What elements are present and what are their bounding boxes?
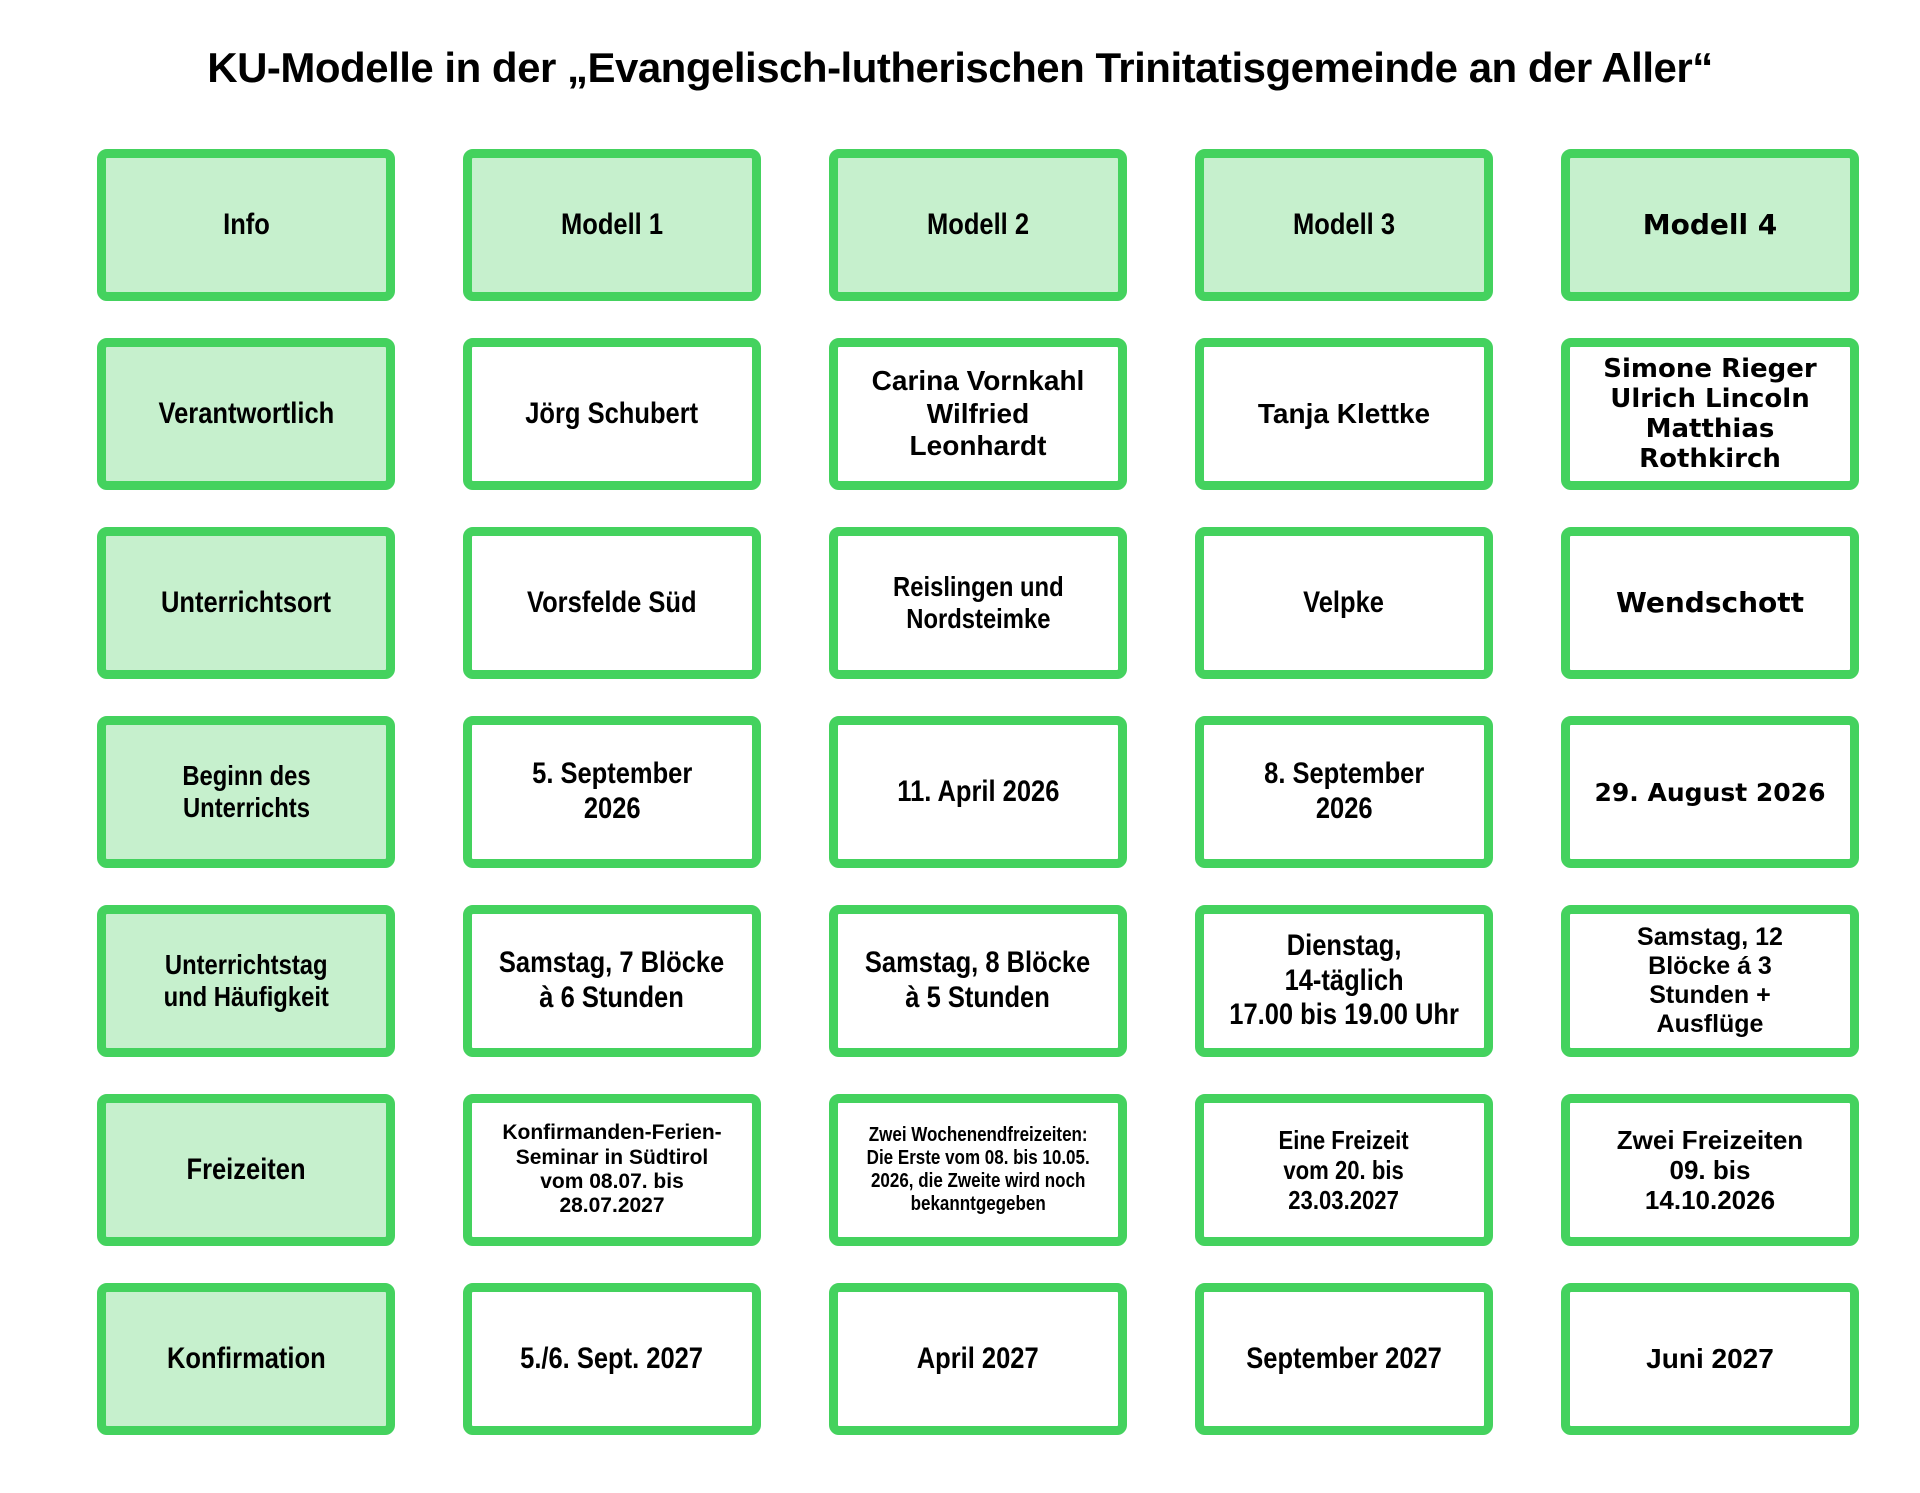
cell-beginn-modell-1-text: 5. September 2026 bbox=[531, 757, 693, 825]
cell-freizeiten-modell-1: Konfirmanden-Ferien- Seminar in Südtirol… bbox=[463, 1094, 761, 1246]
cell-unterrichtstag-modell-1-text: Samstag, 7 Blöcke à 6 Stunden bbox=[499, 946, 725, 1014]
cell-unterrichtstag-modell-4-text: Samstag, 12 Blöcke á 3 Stunden + Ausflüg… bbox=[1637, 923, 1783, 1038]
row-label-beginn-des-unterrichts-text: Beginn des Unterrichts bbox=[181, 759, 311, 823]
cell-unterrichtstag-modell-4: Samstag, 12 Blöcke á 3 Stunden + Ausflüg… bbox=[1561, 905, 1859, 1057]
cell-verantwortlich-modell-3-text: Tanja Klettke bbox=[1257, 397, 1431, 429]
cell-unterrichtsort-modell-3: Velpke bbox=[1195, 527, 1493, 679]
cell-konfirmation-modell-1: 5./6. Sept. 2027 bbox=[463, 1283, 761, 1435]
row-label-konfirmation: Konfirmation bbox=[97, 1283, 395, 1435]
cell-verantwortlich-modell-3: Tanja Klettke bbox=[1195, 338, 1493, 490]
cell-unterrichtsort-modell-1-text: Vorsfelde Süd bbox=[527, 585, 697, 619]
cell-unterrichtstag-modell-3-text: Dienstag, 14-täglich 17.00 bis 19.00 Uhr bbox=[1229, 928, 1459, 1032]
cell-unterrichtstag-modell-2-text: Samstag, 8 Blöcke à 5 Stunden bbox=[865, 946, 1091, 1014]
header-cell-modell-1: Modell 1 bbox=[463, 149, 761, 301]
row-label-beginn-des-unterrichts: Beginn des Unterrichts bbox=[97, 716, 395, 868]
cell-unterrichtsort-modell-2-text: Reislingen und Nordsteimke bbox=[892, 570, 1064, 634]
row-label-verantwortlich: Verantwortlich bbox=[97, 338, 395, 490]
row-label-freizeiten: Freizeiten bbox=[97, 1094, 395, 1246]
row-label-freizeiten-text: Freizeiten bbox=[186, 1152, 306, 1186]
cell-beginn-modell-1: 5. September 2026 bbox=[463, 716, 761, 868]
cell-freizeiten-modell-1-text: Konfirmanden-Ferien- Seminar in Südtirol… bbox=[502, 1121, 722, 1218]
cell-unterrichtsort-modell-1: Vorsfelde Süd bbox=[463, 527, 761, 679]
page-title: KU-Modelle in der „Evangelisch-lutherisc… bbox=[207, 44, 1713, 91]
cell-unterrichtsort-modell-2: Reislingen und Nordsteimke bbox=[829, 527, 1127, 679]
cell-verantwortlich-modell-1-text: Jörg Schubert bbox=[525, 396, 699, 430]
cell-verantwortlich-modell-1: Jörg Schubert bbox=[463, 338, 761, 490]
cell-freizeiten-modell-3-text: Eine Freizeit vom 20. bis 23.03.2027 bbox=[1278, 1124, 1410, 1216]
row-label-unterrichtsort: Unterrichtsort bbox=[97, 527, 395, 679]
ku-model-table: Info Modell 1 Modell 2 Modell 3 Modell 4… bbox=[97, 149, 1859, 1435]
header-cell-modell-3: Modell 3 bbox=[1195, 149, 1493, 301]
cell-konfirmation-modell-1-text: 5./6. Sept. 2027 bbox=[520, 1341, 704, 1375]
row-label-unterrichtsort-text: Unterrichtsort bbox=[160, 585, 332, 619]
cell-beginn-modell-2: 11. April 2026 bbox=[829, 716, 1127, 868]
cell-konfirmation-modell-3-text: September 2027 bbox=[1246, 1341, 1442, 1375]
cell-konfirmation-modell-4: Juni 2027 bbox=[1561, 1283, 1859, 1435]
cell-unterrichtsort-modell-4-text: Wendschott bbox=[1615, 585, 1805, 619]
row-label-konfirmation-text: Konfirmation bbox=[166, 1341, 326, 1375]
cell-unterrichtsort-modell-3-text: Velpke bbox=[1303, 585, 1385, 619]
cell-unterrichtsort-modell-4: Wendschott bbox=[1561, 527, 1859, 679]
cell-verantwortlich-modell-2-text: Carina Vornkahl Wilfried Leonhardt bbox=[871, 365, 1085, 462]
cell-konfirmation-modell-3: September 2027 bbox=[1195, 1283, 1493, 1435]
cell-beginn-modell-3: 8. September 2026 bbox=[1195, 716, 1493, 868]
header-cell-info-text: Info bbox=[222, 207, 270, 241]
cell-beginn-modell-2-text: 11. April 2026 bbox=[896, 774, 1060, 808]
row-label-verantwortlich-text: Verantwortlich bbox=[158, 396, 334, 430]
cell-konfirmation-modell-2-text: April 2027 bbox=[917, 1341, 1039, 1375]
cell-freizeiten-modell-4-text: Zwei Freizeiten 09. bis 14.10.2026 bbox=[1616, 1124, 1804, 1216]
row-label-unterrichtstag-text: Unterrichtstag und Häufigkeit bbox=[163, 948, 329, 1012]
cell-freizeiten-modell-2-text: Zwei Wochenendfreizeiten: Die Erste vom … bbox=[866, 1123, 1090, 1216]
row-label-unterrichtstag: Unterrichtstag und Häufigkeit bbox=[97, 905, 395, 1057]
cell-beginn-modell-4-text: 29. August 2026 bbox=[1594, 777, 1826, 807]
cell-freizeiten-modell-4: Zwei Freizeiten 09. bis 14.10.2026 bbox=[1561, 1094, 1859, 1246]
cell-konfirmation-modell-4-text: Juni 2027 bbox=[1646, 1342, 1774, 1374]
cell-freizeiten-modell-3: Eine Freizeit vom 20. bis 23.03.2027 bbox=[1195, 1094, 1493, 1246]
header-cell-modell-4: Modell 4 bbox=[1561, 149, 1859, 301]
header-cell-modell-4-text: Modell 4 bbox=[1642, 207, 1778, 241]
cell-konfirmation-modell-2: April 2027 bbox=[829, 1283, 1127, 1435]
header-cell-modell-1-text: Modell 1 bbox=[560, 207, 663, 241]
cell-verantwortlich-modell-4: Simone Rieger Ulrich Lincoln Matthias Ro… bbox=[1561, 338, 1859, 490]
header-cell-modell-2: Modell 2 bbox=[829, 149, 1127, 301]
cell-unterrichtstag-modell-2: Samstag, 8 Blöcke à 5 Stunden bbox=[829, 905, 1127, 1057]
header-cell-info: Info bbox=[97, 149, 395, 301]
cell-unterrichtstag-modell-1: Samstag, 7 Blöcke à 6 Stunden bbox=[463, 905, 761, 1057]
cell-verantwortlich-modell-2: Carina Vornkahl Wilfried Leonhardt bbox=[829, 338, 1127, 490]
header-cell-modell-3-text: Modell 3 bbox=[1292, 207, 1395, 241]
cell-beginn-modell-4: 29. August 2026 bbox=[1561, 716, 1859, 868]
cell-unterrichtstag-modell-3: Dienstag, 14-täglich 17.00 bis 19.00 Uhr bbox=[1195, 905, 1493, 1057]
cell-freizeiten-modell-2: Zwei Wochenendfreizeiten: Die Erste vom … bbox=[829, 1094, 1127, 1246]
cell-beginn-modell-3-text: 8. September 2026 bbox=[1263, 757, 1425, 825]
cell-verantwortlich-modell-4-text: Simone Rieger Ulrich Lincoln Matthias Ro… bbox=[1603, 353, 1817, 475]
header-cell-modell-2-text: Modell 2 bbox=[926, 207, 1029, 241]
